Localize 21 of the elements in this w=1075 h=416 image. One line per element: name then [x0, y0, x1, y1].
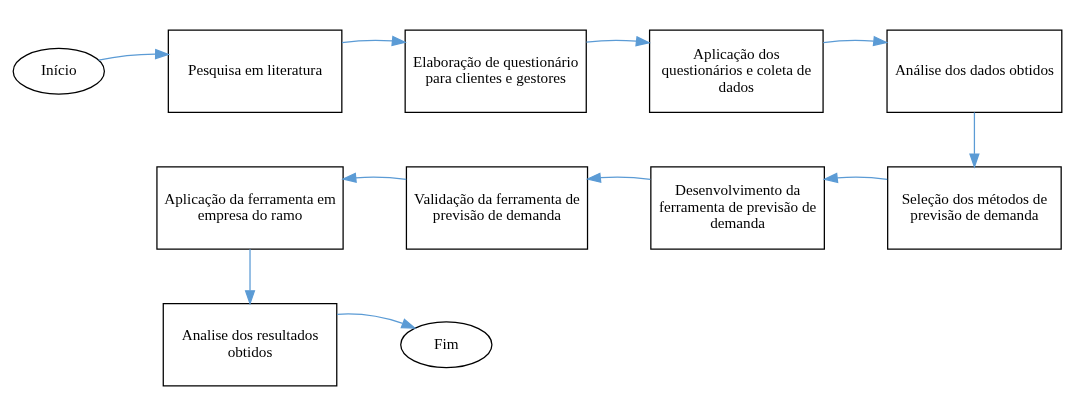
node-box: Aplicação dos questionários e coleta de dados [648, 29, 824, 113]
node-ellipse: Início [12, 47, 105, 95]
arrow [585, 35, 651, 47]
arrow [822, 35, 889, 47]
node-box: Desenvolvimento da ferramenta de previsão de demanda [650, 166, 825, 250]
arrow [98, 48, 171, 61]
arrow [341, 172, 407, 183]
arrow [585, 172, 651, 183]
node-box: Validação da ferramenta de previsão de demanda [405, 166, 589, 250]
node-ellipse: Fim [400, 321, 493, 369]
arrow [244, 248, 256, 306]
node-box: Pesquisa em literatura [167, 29, 343, 113]
arrow [341, 35, 407, 47]
node-box: Análise dos dados obtidos [886, 29, 1063, 113]
arrow [822, 172, 888, 184]
node-box: Elaboração de questionário para clientes e gestores [404, 29, 587, 113]
node-box: Seleção dos métodos de previsão de demanda [887, 166, 1062, 250]
node-box: Analise dos resultados obtidos [162, 303, 338, 387]
arrow [969, 111, 980, 169]
arrow [336, 313, 417, 329]
node-box: Aplicação da ferramenta em empresa do ramo [156, 166, 344, 250]
